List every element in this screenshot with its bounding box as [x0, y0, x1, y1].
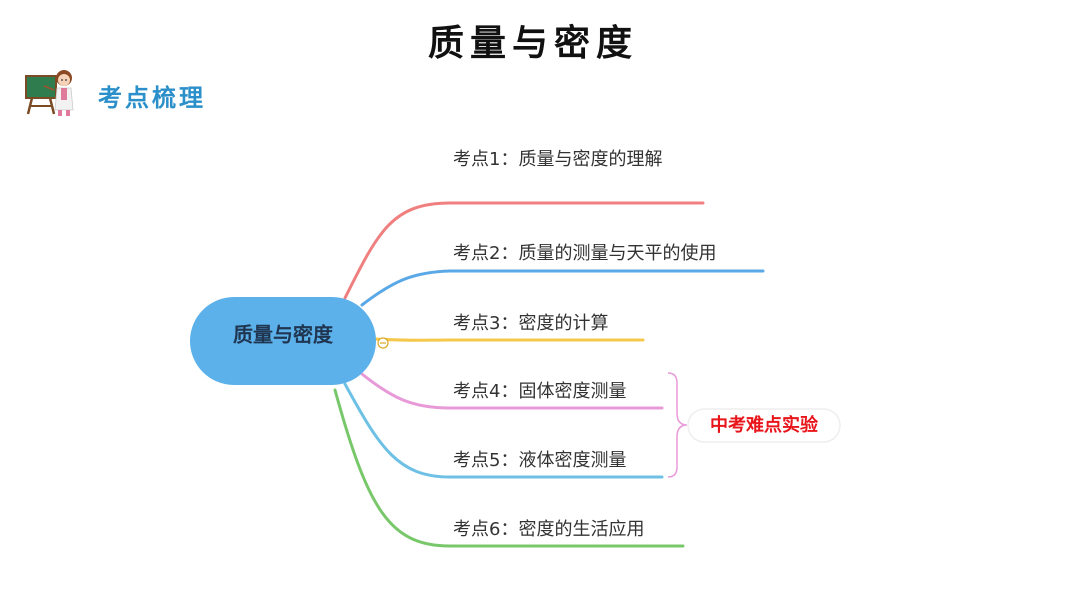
branch-line-5	[343, 382, 664, 479]
topic-label-6[interactable]: 考点6：密度的生活应用	[453, 519, 644, 540]
branch-line-3	[374, 337, 645, 342]
branch-line-6	[333, 388, 685, 548]
topic-label-5[interactable]: 考点5：液体密度测量	[453, 450, 626, 471]
branch-line-1	[343, 201, 705, 300]
branch-line-4	[360, 372, 664, 410]
summary-brace	[667, 372, 688, 478]
topic-label-2[interactable]: 考点2：质量的测量与天平的使用	[453, 243, 716, 264]
root-node[interactable]	[190, 297, 376, 385]
root-label: 质量与密度	[233, 323, 334, 347]
branch-line-2	[360, 269, 765, 307]
topic-label-1[interactable]: 考点1：质量与密度的理解	[453, 149, 662, 170]
collapse-toggle[interactable]	[377, 337, 389, 349]
callout-label: 中考难点实验	[710, 414, 819, 436]
callout-node[interactable]	[687, 408, 841, 443]
teacher-at-board-icon	[25, 70, 74, 116]
section-title: 考点梳理	[98, 83, 206, 112]
topic-label-4[interactable]: 考点4：固体密度测量	[453, 381, 626, 402]
topic-label-3[interactable]: 考点3：密度的计算	[453, 313, 608, 334]
page-title: 质量与密度	[427, 22, 638, 64]
